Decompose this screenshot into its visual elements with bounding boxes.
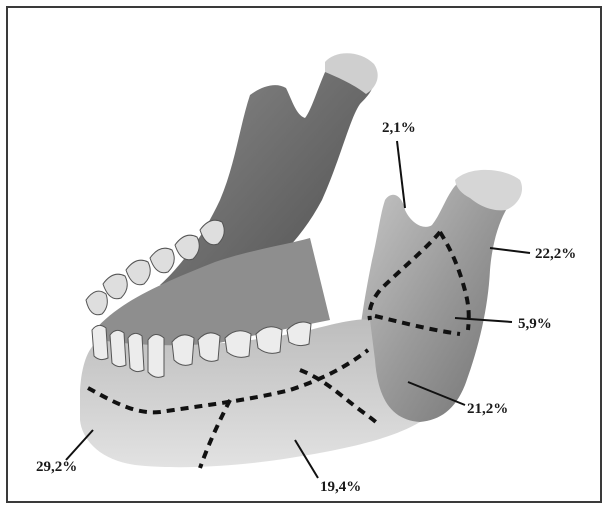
label-symphysis: 29,2% <box>36 459 77 475</box>
right-ramus <box>356 170 522 430</box>
label-body: 19,4% <box>320 479 361 495</box>
label-angle: 21,2% <box>467 401 508 417</box>
label-subcondylar: 22,2% <box>535 246 576 262</box>
label-coronoid: 2,1% <box>382 120 416 136</box>
label-ramus: 5,9% <box>518 316 552 332</box>
